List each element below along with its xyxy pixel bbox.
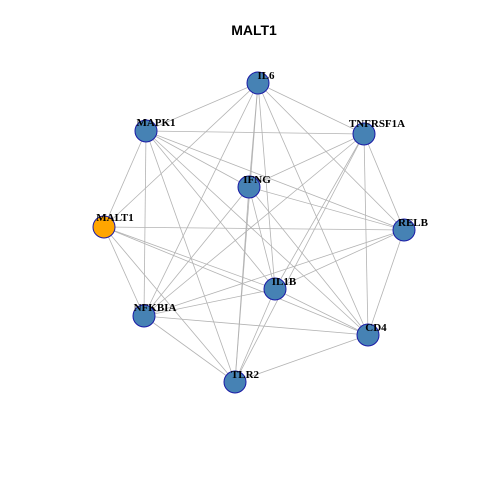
edge-tnfrsf1a-ifng (248, 133, 365, 188)
edge-tnfrsf1a-tlr2 (234, 133, 365, 383)
node-label-tnfrsf1a: TNFRSF1A (349, 118, 405, 130)
edge-ifng-cd4 (248, 186, 369, 336)
node-malt1 (92, 215, 116, 239)
node-tnfrsf1a (352, 122, 376, 146)
node-label-nfkbia: NFKBIA (134, 302, 177, 314)
edge-il6-relb (257, 82, 405, 231)
node-tlr2 (223, 370, 247, 394)
edge-ifng-relb (248, 186, 405, 231)
node-label-ifng: IFNG (243, 174, 271, 186)
edge-layer (103, 82, 405, 383)
node-relb (392, 218, 416, 242)
edge-ifng-il1b (248, 186, 276, 290)
edge-relb-cd4 (367, 229, 405, 336)
edge-malt1-tlr2 (103, 226, 236, 383)
edge-il1b-nfkbia (143, 288, 276, 317)
node-layer (92, 71, 416, 394)
edge-tnfrsf1a-cd4 (363, 133, 369, 336)
edge-il6-cd4 (257, 82, 369, 336)
node-label-il6: IL6 (257, 70, 275, 82)
edge-nfkbia-tlr2 (143, 315, 236, 383)
edge-il6-tnfrsf1a (257, 82, 365, 135)
edge-tnfrsf1a-relb (363, 133, 405, 231)
edge-il6-il1b (257, 82, 276, 290)
edge-ifng-nfkbia (143, 186, 250, 317)
node-label-mapk1: MAPK1 (136, 117, 175, 129)
edge-mapk1-il1b (145, 130, 276, 290)
edge-relb-nfkbia (143, 229, 405, 317)
edge-malt1-relb (103, 226, 405, 231)
diagram-title: MALT1 (231, 22, 277, 38)
edge-il1b-tlr2 (234, 288, 276, 383)
node-il1b (263, 277, 287, 301)
edge-tnfrsf1a-nfkbia (143, 133, 365, 317)
node-label-relb: RELB (398, 217, 429, 229)
edge-cd4-tlr2 (234, 334, 369, 383)
edge-il1b-cd4 (274, 288, 369, 336)
edge-malt1-il1b (103, 226, 276, 290)
node-cd4 (356, 323, 380, 347)
node-label-tlr2: TLR2 (231, 369, 260, 381)
node-mapk1 (134, 119, 158, 143)
node-label-malt1: MALT1 (96, 212, 134, 224)
edge-mapk1-nfkbia (143, 130, 147, 317)
node-nfkbia (132, 304, 156, 328)
edge-mapk1-malt1 (103, 130, 147, 228)
edge-relb-il1b (274, 229, 405, 290)
edge-il6-nfkbia (143, 82, 259, 317)
edge-tnfrsf1a-il1b (274, 133, 365, 290)
node-ifng (237, 175, 261, 199)
node-il6 (246, 71, 270, 95)
edge-mapk1-tnfrsf1a (145, 130, 365, 135)
edge-ifng-tlr2 (234, 186, 250, 383)
edge-mapk1-ifng (145, 130, 250, 188)
node-label-il1b: IL1B (272, 276, 297, 288)
edge-il6-malt1 (103, 82, 259, 228)
edge-mapk1-relb (145, 130, 405, 231)
edge-mapk1-cd4 (145, 130, 369, 336)
edge-mapk1-tlr2 (145, 130, 236, 383)
edge-il6-mapk1 (145, 82, 259, 132)
node-label-cd4: CD4 (365, 322, 387, 334)
edge-malt1-cd4 (103, 226, 369, 336)
edge-nfkbia-cd4 (143, 315, 369, 336)
edge-malt1-nfkbia (103, 226, 145, 317)
